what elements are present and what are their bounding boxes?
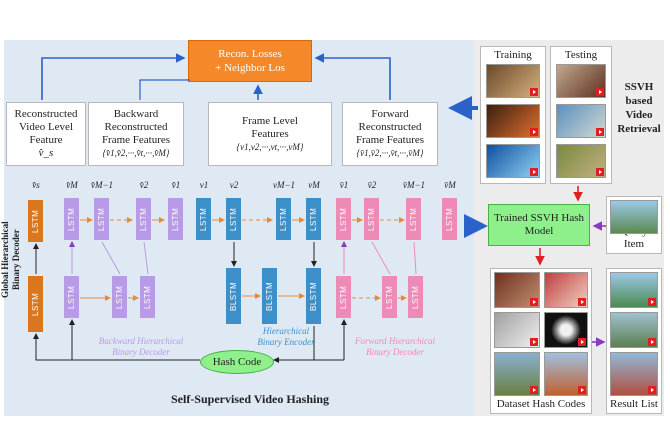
backward-formula: {v̂1,v̂2,···,v̂t,···,v̂M} bbox=[102, 148, 170, 158]
symbol-fM: v̄M bbox=[444, 180, 456, 190]
retrieval-line1: SSVH bbox=[624, 81, 654, 93]
symbol-f1: v̄1 bbox=[339, 180, 349, 190]
hash-code-label: Hash Code bbox=[212, 356, 262, 368]
encoder-caption: Hierarchical Binary Encoder bbox=[236, 326, 336, 348]
play-icon bbox=[530, 338, 538, 346]
dataset-thumb-2 bbox=[544, 272, 588, 308]
forward-decoder-line1: Forward Hierarchical bbox=[354, 336, 436, 346]
result-thumb-1 bbox=[610, 272, 658, 308]
result-thumb-2 bbox=[610, 312, 658, 348]
play-icon bbox=[596, 168, 604, 176]
play-icon bbox=[648, 338, 656, 346]
trained-model-line1: Trained SSVH Hash bbox=[493, 212, 585, 224]
symbol-fM1: v̄M−1 bbox=[402, 180, 426, 190]
query-thumb bbox=[610, 200, 658, 234]
main-caption: Self-Supervised Video Hashing bbox=[170, 392, 330, 406]
symbol-f2: v̄2 bbox=[367, 180, 377, 190]
symbol-b2: v̂2 bbox=[139, 180, 149, 190]
symbol-vM1: vM−1 bbox=[272, 180, 296, 190]
encoder-line2: Binary Encoder bbox=[257, 337, 315, 347]
testing-thumb-1 bbox=[556, 64, 606, 98]
training-thumb-3 bbox=[486, 144, 540, 178]
forward-feature-box: Forward Reconstructed Frame Features {v̄… bbox=[342, 102, 438, 166]
play-icon bbox=[578, 386, 586, 394]
play-icon bbox=[648, 386, 656, 394]
video-level-line1: Reconstructed bbox=[14, 108, 78, 120]
backward-feature-box: Backward Reconstructed Frame Features {v… bbox=[88, 102, 184, 166]
symbol-v1: v1 bbox=[199, 180, 209, 190]
video-level-formula: v̂_s bbox=[38, 147, 54, 159]
dataset-thumb-4 bbox=[544, 312, 588, 348]
dataset-thumb-6 bbox=[544, 352, 588, 396]
backward-line1: Backward Reconstructed bbox=[104, 108, 168, 133]
backward-decoder-caption: Backward Hierarchical Binary Decoder bbox=[86, 336, 196, 358]
testing-thumb-2 bbox=[556, 104, 606, 138]
dataset-thumb-1 bbox=[494, 272, 540, 308]
forward-decoder-line2: Binary Decoder bbox=[366, 347, 424, 357]
play-icon bbox=[648, 298, 656, 306]
symbol-bM1: v̂M−1 bbox=[90, 180, 114, 190]
symbol-vs: v̂s bbox=[32, 180, 40, 190]
frame-level-feature-box: Frame Level Features {v1,v2,···,vt,···,v… bbox=[208, 102, 332, 166]
dataset-hash-codes-label: Dataset Hash Codes bbox=[496, 398, 586, 410]
retrieval-line4: Retrieval bbox=[617, 123, 661, 135]
play-icon bbox=[596, 88, 604, 96]
hash-code-node: Hash Code bbox=[200, 350, 274, 374]
symbol-v2: v2 bbox=[229, 180, 239, 190]
dataset-thumb-5 bbox=[494, 352, 540, 396]
symbol-bM: v̂M bbox=[66, 180, 78, 190]
play-icon bbox=[530, 88, 538, 96]
encoder-line1: Hierarchical bbox=[262, 326, 310, 336]
trained-model-box: Trained SSVH Hash Model bbox=[488, 204, 590, 246]
frame-level-line1: Frame Level bbox=[242, 114, 298, 127]
recon-losses-box: Recon. Losses + Neighbor Los bbox=[188, 40, 312, 82]
symbol-vM: vM bbox=[308, 180, 320, 190]
result-thumb-3 bbox=[610, 352, 658, 396]
forward-formula: {v̄1,v̄2,···,v̄t,···,v̄M} bbox=[356, 148, 424, 158]
backward-decoder-line1: Backward Hierarchical bbox=[98, 336, 184, 346]
play-icon bbox=[530, 168, 538, 176]
play-icon bbox=[530, 128, 538, 136]
play-icon bbox=[530, 386, 538, 394]
training-thumb-1 bbox=[486, 64, 540, 98]
frame-level-formula: {v1,v2,···,vt,···,vM} bbox=[236, 141, 304, 152]
forward-line2: Frame Features bbox=[355, 134, 425, 146]
retrieval-line3: Video bbox=[625, 109, 653, 121]
video-level-feature-box: Reconstructed Video Level Feature v̂_s bbox=[6, 102, 86, 166]
forward-decoder-caption: Forward Hierarchical Binary Decoder bbox=[340, 336, 450, 358]
play-icon bbox=[578, 298, 586, 306]
play-icon bbox=[596, 128, 604, 136]
frame-level-line2: Features bbox=[251, 127, 289, 140]
retrieval-title: SSVH based Video Retrieval bbox=[614, 80, 664, 136]
result-list-label: Result List bbox=[610, 398, 658, 410]
backward-line2: Frame Features bbox=[101, 134, 171, 146]
dataset-thumb-3 bbox=[494, 312, 540, 348]
play-icon bbox=[530, 298, 538, 306]
play-icon bbox=[578, 338, 586, 346]
forward-line1: Forward Reconstructed bbox=[358, 108, 422, 133]
training-thumb-2 bbox=[486, 104, 540, 138]
testing-thumb-3 bbox=[556, 144, 606, 178]
symbol-b1: v̂1 bbox=[171, 180, 181, 190]
backward-decoder-line2: Binary Decoder bbox=[112, 347, 170, 357]
retrieval-line2: based bbox=[625, 95, 653, 107]
recon-losses-line1: Recon. Losses bbox=[218, 48, 282, 60]
video-level-line2: Video Level Feature bbox=[18, 121, 73, 146]
recon-losses-line2: + Neighbor Los bbox=[215, 62, 285, 74]
trained-model-line2: Model bbox=[524, 225, 554, 237]
